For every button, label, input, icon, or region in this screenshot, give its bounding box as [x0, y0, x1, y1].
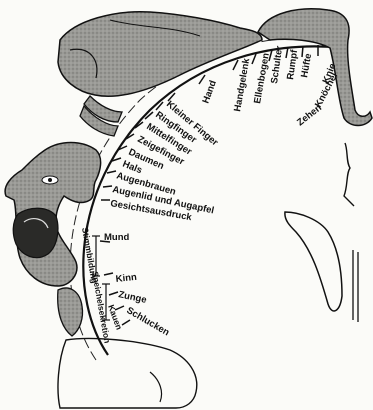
mouth-figure	[13, 208, 58, 257]
label-zunge: Zunge	[117, 289, 147, 306]
fissure-line	[344, 143, 354, 206]
label-kinn: Kinn	[115, 272, 137, 285]
hand-figure	[80, 96, 122, 136]
throat-figure	[58, 338, 197, 408]
pupil	[48, 178, 52, 182]
ventricle-shape	[285, 212, 342, 311]
tongue-figure	[58, 288, 83, 336]
trunk-arm-figure	[58, 12, 262, 97]
label-schlucken: Schlucken	[125, 305, 172, 338]
label-hand: Hand	[200, 79, 219, 105]
throat-contour-line	[150, 372, 162, 402]
label-mund: Mund	[104, 232, 130, 243]
